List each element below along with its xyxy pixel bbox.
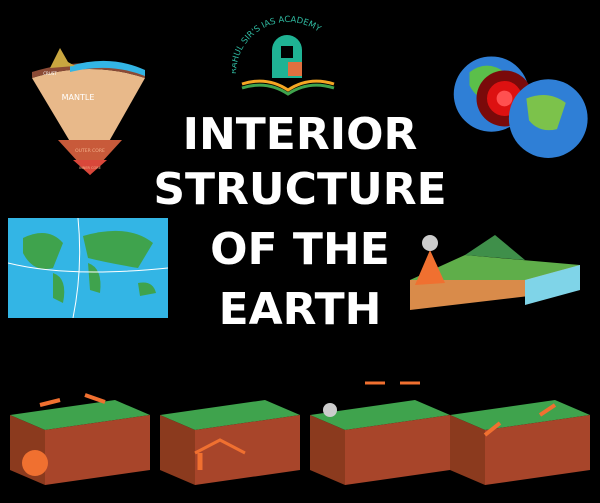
label-outer-core: OUTER CORE (75, 148, 105, 154)
transform-boundary-block (450, 400, 590, 485)
title-line-2: STRUCTURE (153, 164, 447, 215)
tectonic-plates-map (8, 218, 168, 318)
title-line-4: EARTH (218, 284, 382, 335)
book-icon (241, 79, 335, 92)
label-mantle: MANTLE (62, 93, 95, 102)
divergent-boundary-block (10, 393, 150, 485)
label-inner-core: INNER CORE (79, 166, 101, 170)
volcano-landscape-illustration (410, 235, 580, 310)
academy-logo: RAHUL SIR'S IAS ACADEMY (232, 15, 335, 96)
label-crust: CRUST (43, 71, 57, 76)
earth-layers-wedge: CRUST MANTLE OUTER CORE INNER CORE (32, 48, 145, 175)
globe-cutaway-illustration (453, 56, 588, 158)
title-line-3: OF THE (210, 224, 390, 275)
title-line-1: INTERIOR (182, 109, 418, 160)
convergent-boundary-block (160, 400, 300, 485)
plate-boundaries-row (10, 381, 590, 485)
subduction-boundary-block (310, 381, 450, 485)
